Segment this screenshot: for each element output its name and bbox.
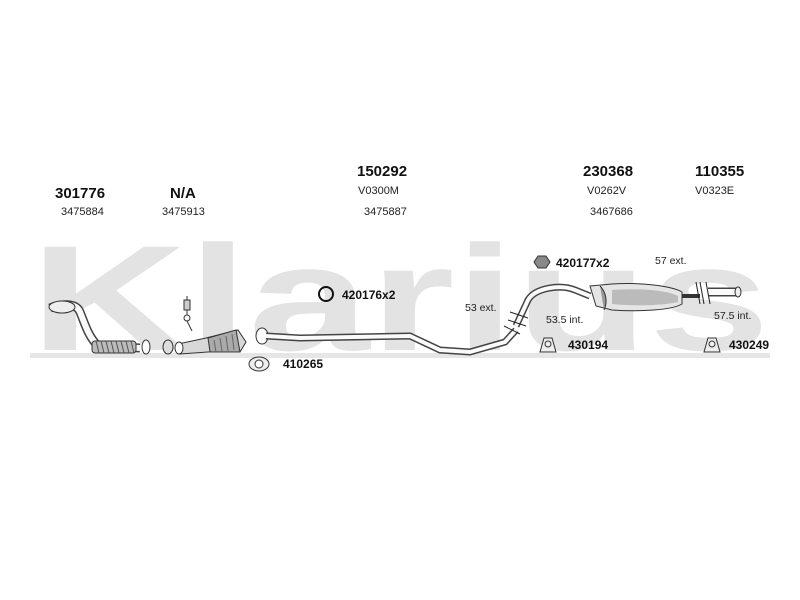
clamp-icon-2 <box>703 337 721 353</box>
front-pipe-drawing <box>48 300 151 355</box>
dimension-label-4: 57.5 int. <box>714 310 752 322</box>
o-ring-icon <box>318 286 334 302</box>
part-code-5: V0323E <box>695 185 735 197</box>
part-number-3: 150292 <box>357 163 408 180</box>
dimension-label-1: 57 ext. <box>655 255 687 267</box>
part-ref-4: 3467686 <box>590 206 633 218</box>
dimension-label-2: 53 ext. <box>465 302 497 314</box>
dimension-markers <box>503 281 711 335</box>
dimension-label-3: 53.5 int. <box>546 314 584 326</box>
accessory-label-1: 420177x2 <box>556 256 610 270</box>
accessory-label-2: 420176x2 <box>342 288 396 302</box>
accessory-label-5: 430249 <box>729 338 770 352</box>
part-ref-2: 3475913 <box>162 206 205 218</box>
part-code-4: V0262V <box>587 185 627 197</box>
part-number-4: 230368 <box>583 163 634 180</box>
part-ref-1: 3475884 <box>61 206 104 218</box>
rubber-hanger-icon-1 <box>533 255 551 269</box>
tail-pipe-drawing <box>708 286 742 298</box>
rear-silencer-drawing <box>512 283 700 328</box>
middle-pipe-drawing <box>255 327 519 356</box>
part-number-2: N/A <box>170 185 196 202</box>
part-number-5: 110355 <box>695 163 745 180</box>
sensor-drawing <box>183 296 193 332</box>
clamp-icon-1 <box>539 337 557 353</box>
gasket-drawing <box>162 339 174 355</box>
accessory-label-4: 430194 <box>568 338 609 352</box>
part-code-3: V0300M <box>358 185 399 197</box>
catalytic-converter-drawing <box>174 329 247 355</box>
accessory-label-3: 410265 <box>283 357 324 371</box>
part-number-1: 301776 <box>55 185 106 202</box>
part-ref-3: 3475887 <box>364 206 407 218</box>
gasket-icon <box>248 356 270 372</box>
